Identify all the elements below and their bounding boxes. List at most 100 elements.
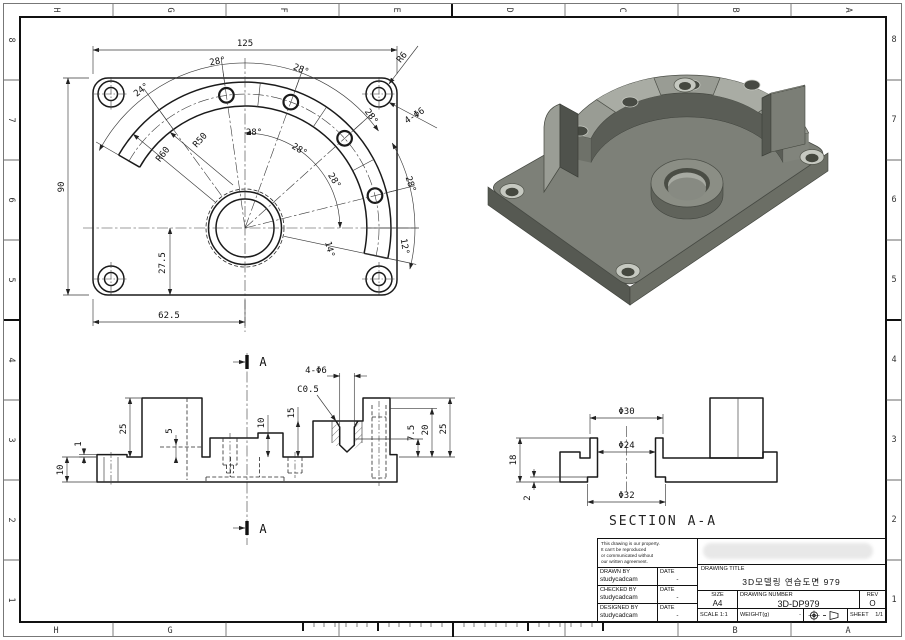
dim-label: Φ24 xyxy=(618,441,634,451)
scale-cell: SCALE 1:1 xyxy=(698,609,738,621)
drawn-by-label: DRAWN BY xyxy=(600,569,630,576)
checked-by-label: CHECKED BY xyxy=(600,586,637,593)
designed-by-row: DESIGNED BY studycadcam DATE - xyxy=(598,603,697,621)
dim-label: 1 xyxy=(74,441,84,446)
date-label: DATE xyxy=(660,569,675,576)
dim-label: C0.5 xyxy=(297,385,319,395)
zone-number: 3 xyxy=(6,437,16,443)
dim-label: R50 xyxy=(191,131,209,150)
dim-label: R60 xyxy=(154,145,172,164)
fin-block xyxy=(543,103,579,194)
zone-number: 1 xyxy=(891,595,897,605)
logo-redacted xyxy=(703,543,873,559)
angle-label: 24° xyxy=(132,81,151,99)
dim-label: 18 xyxy=(509,455,519,466)
dim-label: 125 xyxy=(237,39,253,49)
zone-number: 8 xyxy=(6,37,16,43)
rev-value: O xyxy=(869,599,876,609)
zone-letter: C xyxy=(617,7,627,13)
zone-number: 4 xyxy=(891,355,897,365)
date-label: DATE xyxy=(660,604,675,611)
zone-number: 6 xyxy=(891,195,897,205)
zone-number: 1 xyxy=(6,597,16,603)
checked-by-row: CHECKED BY studycadcam DATE - xyxy=(598,585,697,604)
arc-slot xyxy=(117,81,392,260)
centering-ruler xyxy=(302,621,604,637)
zone-letter: F xyxy=(278,7,288,13)
drawing-title-label: DRAWING TITLE xyxy=(701,566,745,573)
plan-view-drawing: 125 90 27.5 62.5 R60 R50 R6 4-Φ6 24° 28°… xyxy=(57,39,438,332)
section-view-drawing: Φ30 Φ24 Φ32 18 2 SECTION A-A xyxy=(509,397,778,529)
dim-label: Φ32 xyxy=(618,491,634,501)
zone-letter: H xyxy=(51,7,61,13)
angle-label: 28° xyxy=(209,56,227,69)
dim-label: 10 xyxy=(257,418,267,429)
zone-number: 7 xyxy=(891,115,897,125)
weight-value: - xyxy=(799,612,801,619)
angle-label: 28° xyxy=(291,62,310,77)
size-value: A4 xyxy=(712,599,723,609)
zone-letter: H xyxy=(53,626,59,636)
dim-label: 5 xyxy=(165,428,175,433)
angle-label: 28° xyxy=(403,175,418,194)
zone-number: 2 xyxy=(891,515,897,525)
dim-label: 15 xyxy=(287,408,297,419)
property-note: This drawing is our property. It can't b… xyxy=(598,539,697,569)
weight-cell: WEIGHT(g)- xyxy=(738,609,804,621)
zone-letter: A xyxy=(845,626,851,636)
title-block: This drawing is our property. It can't b… xyxy=(597,538,886,622)
angle-label: 28° xyxy=(362,107,380,126)
counterbore-pocket xyxy=(331,420,363,453)
drawn-by-value: studycadcam xyxy=(600,576,638,584)
dim-label: 62.5 xyxy=(158,311,180,321)
rev-cell: REV O xyxy=(860,591,885,608)
sheet-value: 1/1 xyxy=(875,612,883,619)
angle-label: 14° xyxy=(322,240,336,258)
scale-value: 1:1 xyxy=(719,612,728,619)
size-cell: SIZE A4 xyxy=(698,591,738,609)
dim-label: 25 xyxy=(119,424,129,435)
zone-number: 3 xyxy=(891,435,897,445)
zone-letter: B xyxy=(732,626,738,636)
drawn-by-row: DRAWN BY studycadcam DATE - xyxy=(598,568,697,586)
center-boss xyxy=(650,158,724,220)
angle-label: 28° xyxy=(246,128,262,138)
front-view-drawing: A A 25 5 1 10 10 15 4-Φ6 C0.5 7.5 20 25 xyxy=(56,353,455,545)
date-label: DATE xyxy=(660,586,675,593)
section-line: A A xyxy=(233,353,267,545)
zone-letter: G xyxy=(167,626,173,636)
zone-letter: A xyxy=(843,7,853,13)
zone-number: 8 xyxy=(891,35,897,45)
zone-letter: E xyxy=(391,7,401,13)
zone-number: 2 xyxy=(6,517,16,523)
dim-label: R6 xyxy=(395,50,410,65)
section-letter: A xyxy=(259,522,267,536)
dim-label: 2 xyxy=(523,495,533,500)
zone-letter: G xyxy=(165,7,175,13)
corner-hole xyxy=(94,262,128,296)
dim-label: 27.5 xyxy=(158,252,168,274)
dim-label: 4-Φ6 xyxy=(305,366,327,376)
angle-label: 12° xyxy=(398,238,411,256)
iso-view-3d xyxy=(487,74,829,306)
date-value: - xyxy=(676,576,679,584)
designed-by-label: DESIGNED BY xyxy=(600,604,639,611)
zone-number: 5 xyxy=(6,277,16,283)
zone-number: 7 xyxy=(6,117,16,123)
drawing-title-value: 3D모델링 연습도면 979 xyxy=(742,577,841,588)
dim-label: 4-Φ6 xyxy=(403,106,427,126)
section-title: SECTION A-A xyxy=(609,514,717,529)
drawing-number-cell: DRAWING NUMBER 3D-DP979 xyxy=(738,591,860,609)
logo-area xyxy=(698,539,885,566)
angle-label: 28° xyxy=(290,142,309,159)
zone-number: 6 xyxy=(6,197,16,203)
rear-block xyxy=(709,397,764,459)
dim-label: 90 xyxy=(57,182,67,193)
corner-hole xyxy=(362,77,396,111)
checked-by-value: studycadcam xyxy=(600,593,638,601)
dim-label: 10 xyxy=(56,465,66,476)
dim-label: 20 xyxy=(421,425,431,436)
zone-letter: B xyxy=(730,7,740,13)
corner-counterbores xyxy=(499,77,825,279)
